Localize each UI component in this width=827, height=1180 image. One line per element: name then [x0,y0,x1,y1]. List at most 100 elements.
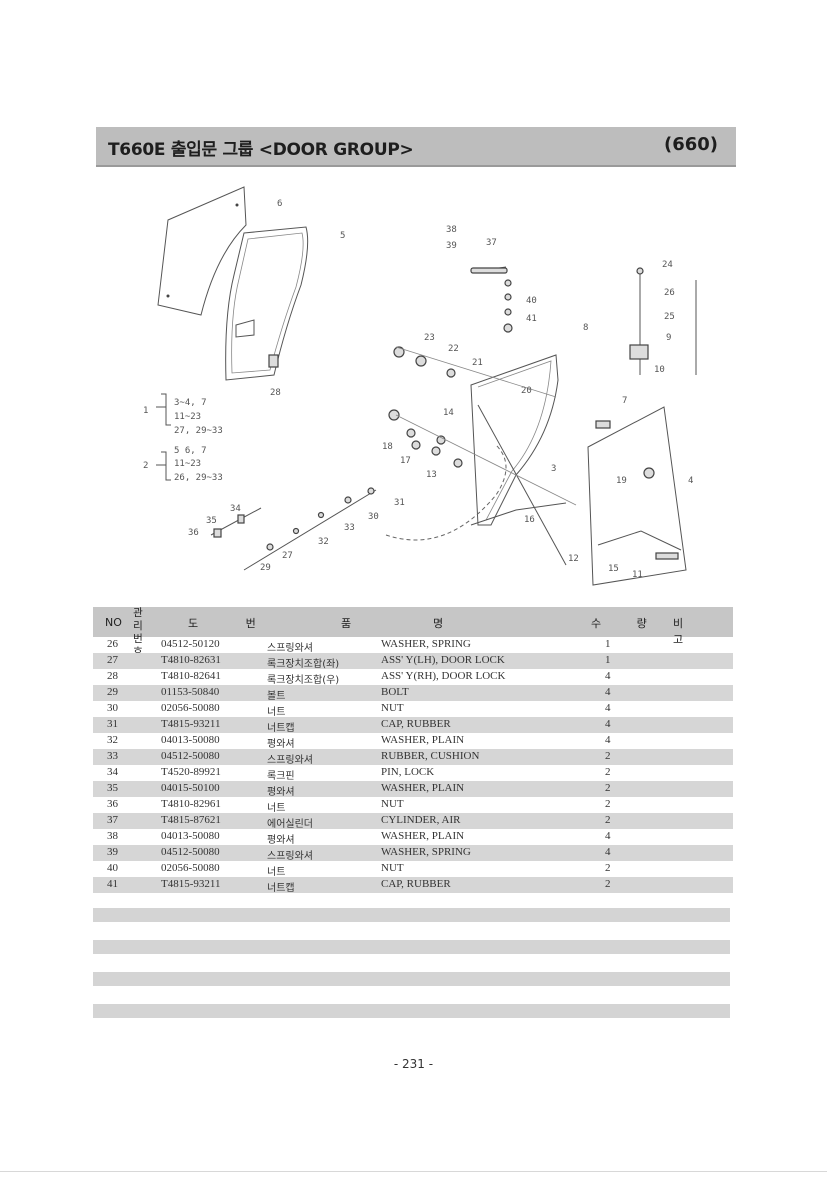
row-no: 36 [107,798,118,810]
row-name-en: RUBBER, CUSHION [381,750,480,762]
row-no: 40 [107,862,118,874]
row-name-en: CAP, RUBBER [381,718,451,730]
row-qty: 4 [605,846,611,858]
row-code: T4815-93211 [161,718,221,730]
row-name-en: WASHER, PLAIN [381,734,465,746]
row-no: 41 [107,878,118,890]
row-no: 30 [107,702,118,714]
row-code: T4810-82631 [161,654,221,666]
callout: 35 [206,516,217,526]
col-name-a: 품 [341,617,352,630]
row-no: 39 [107,846,118,858]
group-2-line: 26, 29~33 [174,473,223,483]
group-1-line: 3~4, 7 [174,398,207,408]
row-code: T4810-82641 [161,670,221,682]
group-1-id: 1 [143,406,148,416]
callout: 21 [472,358,483,368]
row-name-en: WASHER, SPRING [381,638,471,650]
row-code: 01153-50840 [161,686,220,698]
row-qty: 2 [605,782,611,794]
row-no: 29 [107,686,118,698]
page-edge [0,1171,827,1172]
callout: 16 [524,515,535,525]
row-qty: 2 [605,862,611,874]
row-code: 04013-50080 [161,734,220,746]
page-title: T660E 출입문 그룹 <DOOR GROUP> [108,140,414,160]
row-name-kr: 평와셔 [267,787,295,798]
exploded-parts-diagram: 1 3~4, 7 11~23 27, 29~33 2 5 6, 7 11~23 … [143,186,697,586]
row-name-en: ASS' Y(LH), DOOR LOCK [381,654,505,666]
callout: 9 [666,333,671,343]
row-qty: 2 [605,766,611,778]
callout: 33 [344,523,355,533]
row-code: 04013-50080 [161,830,220,842]
row-name-kr: 평와셔 [267,739,295,750]
callout: 30 [368,512,379,522]
section-header: T660E 출입문 그룹 <DOOR GROUP> (660) [96,127,736,167]
group-1-line: 27, 29~33 [174,426,223,436]
row-code: T4815-93211 [161,878,221,890]
row-code: 04512-50120 [161,638,220,650]
row-no: 28 [107,670,118,682]
row-qty: 4 [605,830,611,842]
callout: 24 [662,260,673,270]
callout: 27 [282,551,293,561]
col-name-b: 명 [433,617,444,630]
row-qty: 4 [605,686,611,698]
row-code: 02056-50080 [161,702,220,714]
row-no: 35 [107,782,118,794]
callout: 25 [664,312,675,322]
callout: 7 [622,396,627,406]
row-name-kr: 록크장치조합(좌) [267,659,340,670]
blank-row [93,1004,730,1018]
callout: 18 [382,442,393,452]
callout: 12 [568,554,579,564]
row-name-kr: 스프링와셔 [267,755,313,766]
row-qty: 2 [605,750,611,762]
group-1-line: 11~23 [174,412,201,422]
col-qty: 수 량 [591,617,663,630]
row-qty: 2 [605,798,611,810]
callout: 31 [394,498,405,508]
row-code: T4815-87621 [161,814,221,826]
row-name-kr: 평와셔 [267,835,295,846]
row-name-kr: 너트캡 [267,883,295,894]
row-name-kr: 록크장치조합(우) [267,675,340,686]
row-no: 32 [107,734,118,746]
callout: 11 [632,570,643,580]
row-name-en: NUT [381,702,404,714]
callout: 29 [260,563,271,573]
callout: 22 [448,344,459,354]
row-code: 04512-50080 [161,846,220,858]
row-name-kr: 스프링와셔 [267,643,313,654]
callout: 13 [426,470,437,480]
row-no: 37 [107,814,118,826]
row-name-en: NUT [381,862,404,874]
callout: 28 [270,388,281,398]
row-no: 38 [107,830,118,842]
callout: 40 [526,296,537,306]
callout: 3 [551,464,556,474]
callout: 14 [443,408,454,418]
row-name-kr: 너트캡 [267,723,295,734]
row-name-en: CYLINDER, AIR [381,814,461,826]
row-name-en: PIN, LOCK [381,766,435,778]
table-row: 38 04013-50080 평와셔 WASHER, PLAIN 4 [93,829,733,846]
callout: 10 [654,365,665,375]
callout: 8 [583,323,588,333]
callout: 4 [688,476,693,486]
row-qty: 1 [605,638,611,650]
row-name-en: WASHER, PLAIN [381,830,465,842]
callout: 17 [400,456,411,466]
callout: 20 [521,386,532,396]
callout: 34 [230,504,241,514]
callout: 5 [340,231,345,241]
